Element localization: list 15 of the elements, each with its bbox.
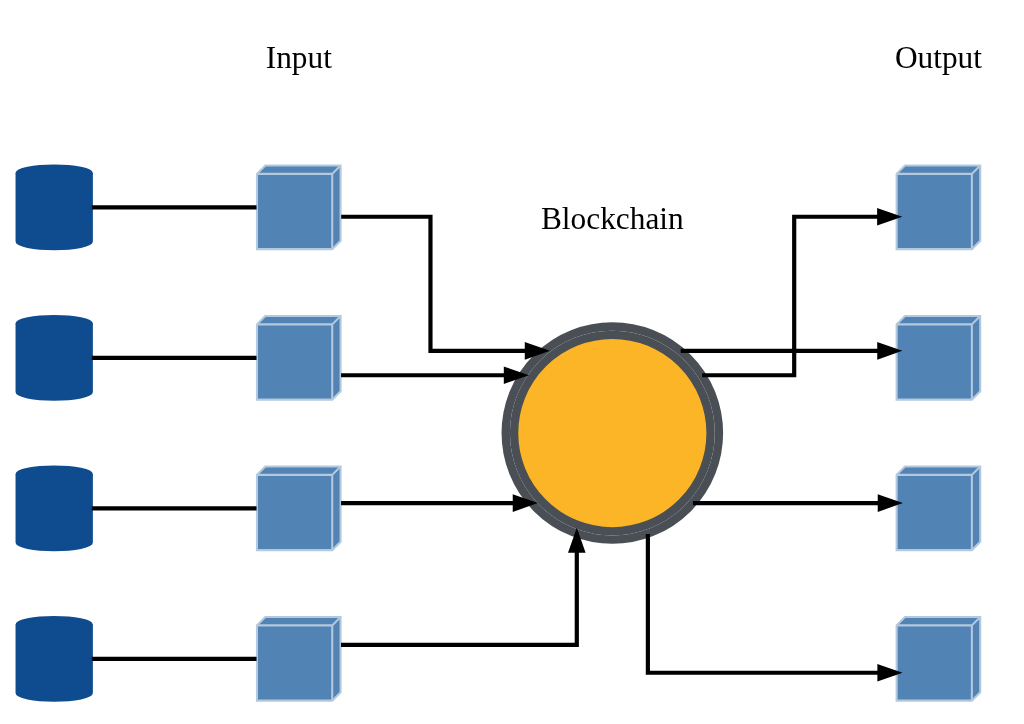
arrow <box>341 527 586 647</box>
label: Output <box>894 40 982 76</box>
arrow <box>645 534 903 682</box>
arrow <box>341 366 529 385</box>
arrow <box>341 214 550 360</box>
connector <box>91 355 257 360</box>
connector <box>91 506 257 511</box>
arrow <box>341 494 538 512</box>
arrow <box>702 207 903 378</box>
label: Blockchain <box>540 201 684 237</box>
arrow <box>680 342 903 360</box>
connector <box>91 205 257 210</box>
connector <box>91 656 257 661</box>
arrow <box>692 494 903 512</box>
label: Input <box>265 40 332 76</box>
